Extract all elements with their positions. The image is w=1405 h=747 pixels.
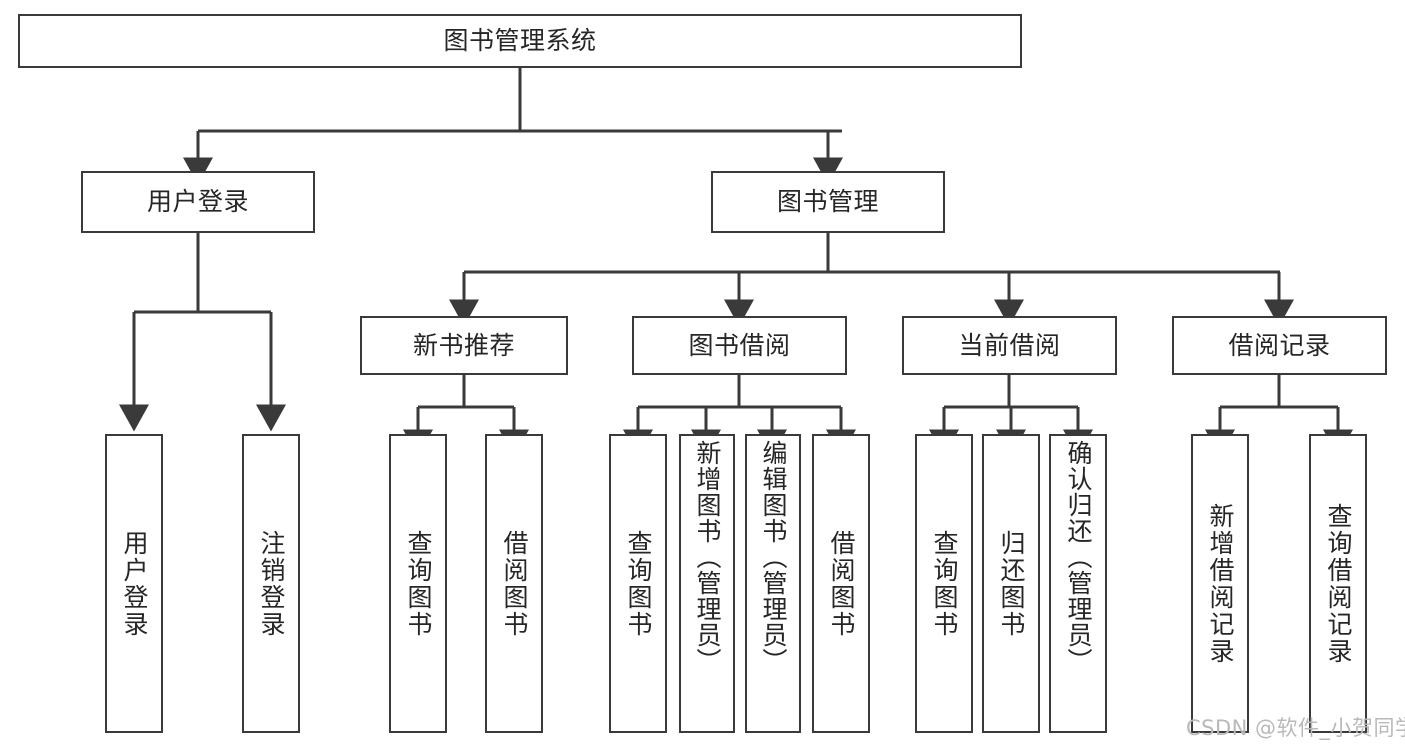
node-leaf-query-borrow-record[interactable]: 查询借阅记录 bbox=[1309, 434, 1367, 733]
node-current-borrow[interactable]: 当前借阅 bbox=[902, 316, 1117, 375]
node-label: 查询图书 bbox=[624, 529, 653, 638]
node-leaf-return-book[interactable]: 归还图书 bbox=[982, 434, 1040, 733]
node-leaf-add-borrow-record[interactable]: 新增借阅记录 bbox=[1191, 434, 1249, 733]
node-root-book-management-system[interactable]: 图书管理系统 bbox=[18, 14, 1022, 68]
node-label: 确认归还（管理员） bbox=[1064, 440, 1093, 674]
node-leaf-add-book-admin[interactable]: 新增图书（管理员） bbox=[679, 434, 735, 733]
node-label: 归还图书 bbox=[997, 529, 1026, 638]
node-leaf-edit-book-admin[interactable]: 编辑图书（管理员） bbox=[745, 434, 801, 733]
node-label: 用户登录 bbox=[146, 187, 249, 216]
node-user-login[interactable]: 用户登录 bbox=[81, 171, 315, 233]
node-label: 用户登录 bbox=[120, 529, 149, 638]
node-leaf-query-book-1[interactable]: 查询图书 bbox=[389, 434, 447, 733]
node-label: 图书管理系统 bbox=[443, 26, 597, 55]
node-label: 图书借阅 bbox=[688, 330, 791, 360]
node-leaf-borrow-book-1[interactable]: 借阅图书 bbox=[485, 434, 543, 733]
node-label: 新增图书（管理员） bbox=[693, 440, 722, 674]
node-leaf-query-book-2[interactable]: 查询图书 bbox=[609, 434, 667, 733]
node-label: 借阅图书 bbox=[827, 529, 856, 638]
node-new-book-recommend[interactable]: 新书推荐 bbox=[360, 316, 568, 375]
node-leaf-user-login[interactable]: 用户登录 bbox=[105, 434, 163, 733]
node-label: 借阅记录 bbox=[1228, 330, 1331, 360]
node-borrow-record[interactable]: 借阅记录 bbox=[1172, 316, 1387, 375]
node-book-management[interactable]: 图书管理 bbox=[711, 171, 945, 233]
csdn-watermark: CSDN @软件_小贺同学 bbox=[1186, 716, 1405, 740]
node-label: 当前借阅 bbox=[958, 330, 1061, 360]
node-label: 新书推荐 bbox=[412, 330, 515, 360]
node-label: 注销登录 bbox=[257, 529, 286, 638]
node-label: 查询图书 bbox=[404, 529, 433, 638]
node-leaf-borrow-book-2[interactable]: 借阅图书 bbox=[812, 434, 870, 733]
node-leaf-logout-login[interactable]: 注销登录 bbox=[242, 434, 300, 733]
node-label: 图书管理 bbox=[776, 187, 879, 216]
node-book-borrow[interactable]: 图书借阅 bbox=[632, 316, 847, 375]
node-label: 新增借阅记录 bbox=[1206, 502, 1235, 665]
node-leaf-confirm-return-admin[interactable]: 确认归还（管理员） bbox=[1049, 434, 1107, 733]
node-label: 查询图书 bbox=[930, 529, 959, 638]
node-label: 借阅图书 bbox=[500, 529, 529, 638]
node-label: 查询借阅记录 bbox=[1324, 502, 1353, 665]
node-label: 编辑图书（管理员） bbox=[759, 440, 788, 674]
node-leaf-query-book-3[interactable]: 查询图书 bbox=[915, 434, 973, 733]
